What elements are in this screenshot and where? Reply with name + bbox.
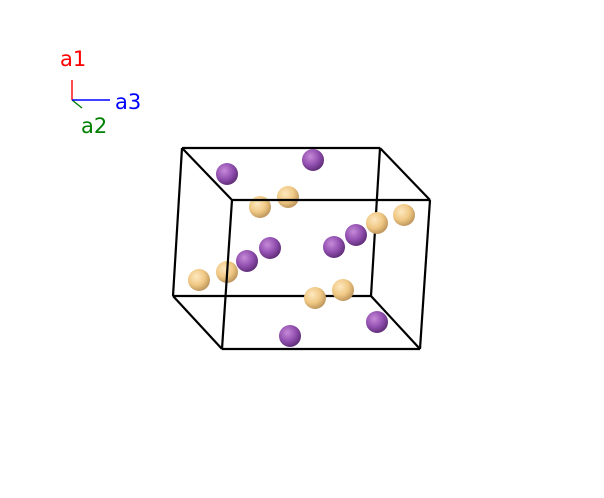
atom-purple	[259, 237, 281, 259]
atom-purple	[279, 325, 301, 347]
cell-edge	[171, 147, 184, 297]
cell-edge	[181, 147, 233, 201]
atom-tan	[277, 186, 299, 208]
unit-cell-front	[220, 198, 432, 351]
axis-a2-label: a2	[81, 114, 107, 138]
atom-purple	[345, 224, 367, 246]
atom-purple	[216, 163, 238, 185]
cell-edge	[379, 147, 431, 201]
unit-cell	[171, 146, 431, 350]
atom-tan	[304, 287, 326, 309]
cell-edge	[418, 199, 432, 350]
axis-a2-line	[71, 99, 83, 109]
atom-purple	[236, 250, 258, 272]
atom-purple	[323, 236, 345, 258]
atoms	[188, 149, 415, 347]
atom-tan	[366, 212, 388, 234]
axis-a1-label: a1	[60, 47, 86, 71]
cell-edge	[172, 295, 223, 350]
axis-a3-label: a3	[115, 90, 141, 114]
atom-tan	[188, 269, 210, 291]
atom-tan	[249, 196, 271, 218]
atom-tan	[332, 279, 354, 301]
cell-edge	[220, 199, 234, 350]
cell-edge	[370, 295, 421, 350]
atom-purple	[366, 311, 388, 333]
atom-tan	[393, 204, 415, 226]
atom-purple	[302, 149, 324, 171]
axes-indicator: a1 a2 a3	[60, 47, 141, 138]
